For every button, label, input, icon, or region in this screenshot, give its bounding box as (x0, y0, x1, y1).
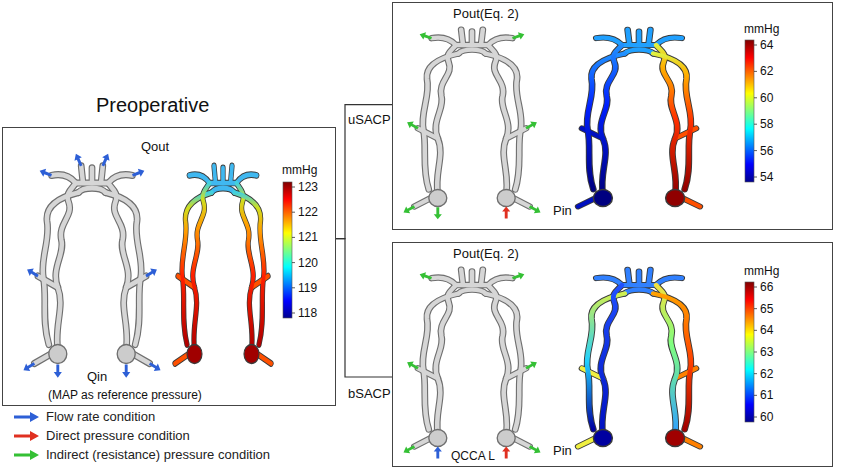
vessel-model (401, 30, 542, 220)
legend-arrow (14, 449, 40, 461)
colorbar-tick: 60 (760, 92, 773, 106)
legend-arrow (14, 411, 40, 423)
boundary-label: QCCA L (451, 450, 495, 464)
legend-text: Indirect (resistance) pressure condition (46, 447, 270, 462)
boundary-label: Pout(Eq. 2) (453, 247, 519, 262)
panel-box: PreoperativeQoutQin(MAP as reference pre… (2, 127, 336, 406)
legend-text: Direct pressure condition (46, 428, 190, 443)
colorbar-tick: 64 (760, 39, 773, 53)
panel-box: uSACPPout(Eq. 2)PinmmHg646260585654 (392, 2, 833, 230)
legend-arrow (14, 430, 40, 442)
legend-entry: Indirect (resistance) pressure condition (14, 447, 270, 462)
legend-text: Flow rate condition (46, 409, 155, 424)
colorbar-tick: 119 (298, 282, 317, 296)
colorbar-tick: 58 (760, 118, 773, 132)
colorbar-unit: mmHg (282, 164, 317, 178)
colorbar-tick: 66 (760, 281, 773, 295)
colorbar-tick: 63 (760, 346, 773, 360)
colorbar-unit: mmHg (744, 23, 779, 37)
vessel-model (21, 152, 162, 378)
colorbar-tick: 62 (760, 368, 773, 382)
boundary-note: (MAP as reference pressure) (48, 389, 202, 403)
legend-swatch (14, 431, 39, 441)
pressure-map (578, 270, 700, 447)
colorbar (283, 182, 295, 318)
colorbar-tick: 120 (298, 257, 318, 271)
vessel-model (401, 270, 542, 459)
boundary-label: Pin (553, 204, 572, 219)
boundary-label: Qout (141, 140, 169, 155)
pressure-map (175, 166, 271, 364)
panel-title: Preoperative (96, 94, 209, 117)
colorbar-tick: 65 (760, 303, 773, 317)
boundary-label: Qin (87, 370, 107, 385)
bracket-connector (336, 239, 392, 377)
boundary-label: Pout(Eq. 2) (453, 7, 519, 22)
colorbar (745, 282, 757, 422)
colorbar-tick: 121 (298, 231, 318, 245)
colorbar-tick: 56 (760, 145, 773, 159)
colorbar-tick: 54 (760, 171, 773, 185)
panel-title: bSACP (348, 387, 391, 402)
colorbar-tick: 64 (760, 324, 773, 338)
colorbar-tick: 61 (760, 389, 773, 403)
bracket-connector (336, 105, 392, 239)
legend-entry: Direct pressure condition (14, 428, 190, 443)
colorbar-tick: 118 (298, 307, 317, 321)
legend-swatch (14, 450, 39, 460)
legend-swatch (14, 412, 39, 422)
panel-title: uSACP (348, 113, 391, 128)
colorbar-tick: 60 (760, 411, 773, 425)
panel-box: bSACPPout(Eq. 2)PinQCCA LmmHg66656463626… (392, 242, 833, 467)
legend-entry: Flow rate condition (14, 409, 155, 424)
boundary-label: Pin (553, 444, 572, 459)
colorbar-unit: mmHg (744, 265, 779, 279)
pressure-map (578, 30, 700, 207)
colorbar-tick: 62 (760, 65, 773, 79)
colorbar-tick: 123 (298, 181, 318, 195)
colorbar-tick: 122 (298, 206, 318, 220)
colorbar (745, 40, 757, 182)
